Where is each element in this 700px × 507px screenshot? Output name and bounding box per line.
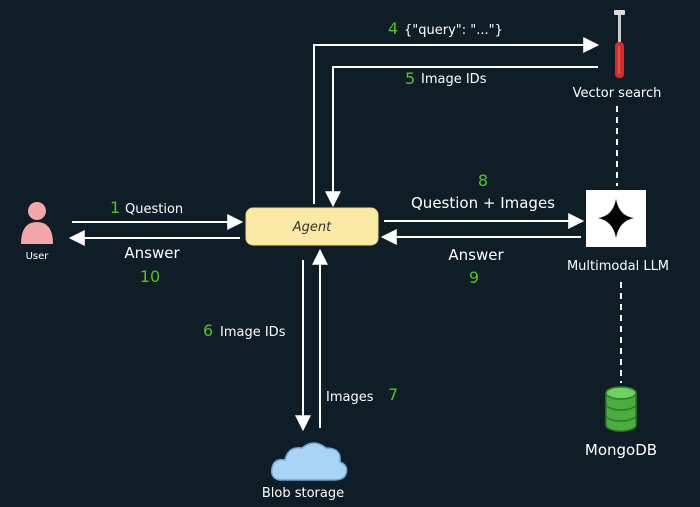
user-label: User [26,251,50,262]
edge-4-number: 4 [388,19,398,38]
edge-7-number: 7 [388,385,398,404]
edge-6-number: 6 [203,321,213,340]
edge-10-number: 10 [140,267,160,286]
edge-9-number: 9 [469,268,479,287]
agent-node: Agent [245,207,379,246]
blob-storage-label: Blob storage [262,486,344,501]
edge-9-label: Answer [448,246,504,264]
mongodb-node: MongoDB [585,386,657,459]
edge-6-label: Image IDs [220,325,286,340]
agent-label: Agent [292,220,332,235]
llm-label: Multimodal LLM [567,259,669,274]
edge-8-number: 8 [478,171,488,190]
edge-5-number: 5 [405,69,415,88]
edge-7-label: Images [326,390,374,405]
screwdriver-icon [614,10,625,78]
mongodb-label: MongoDB [585,441,657,459]
edge-10-label: Answer [124,244,180,262]
edge-5-label: Image IDs [421,72,487,87]
edge-1-number: 1 [110,198,120,217]
sparkle-icon [598,199,634,238]
vector-search-node: Vector search [573,10,662,101]
database-icon [605,386,637,432]
person-icon [21,202,53,244]
llm-node: Multimodal LLM [567,190,669,274]
cloud-icon [270,442,348,481]
edge-8-label: Question + Images [411,194,555,212]
edge-4-arrow [313,37,600,204]
user-node: User [21,202,53,262]
blob-storage-node: Blob storage [262,442,348,501]
edge-5-arrow [325,66,598,208]
edge-4-label: {"query": "..."} [404,23,503,38]
edge-1-label: Question [125,202,183,217]
vector-search-label: Vector search [573,86,662,101]
